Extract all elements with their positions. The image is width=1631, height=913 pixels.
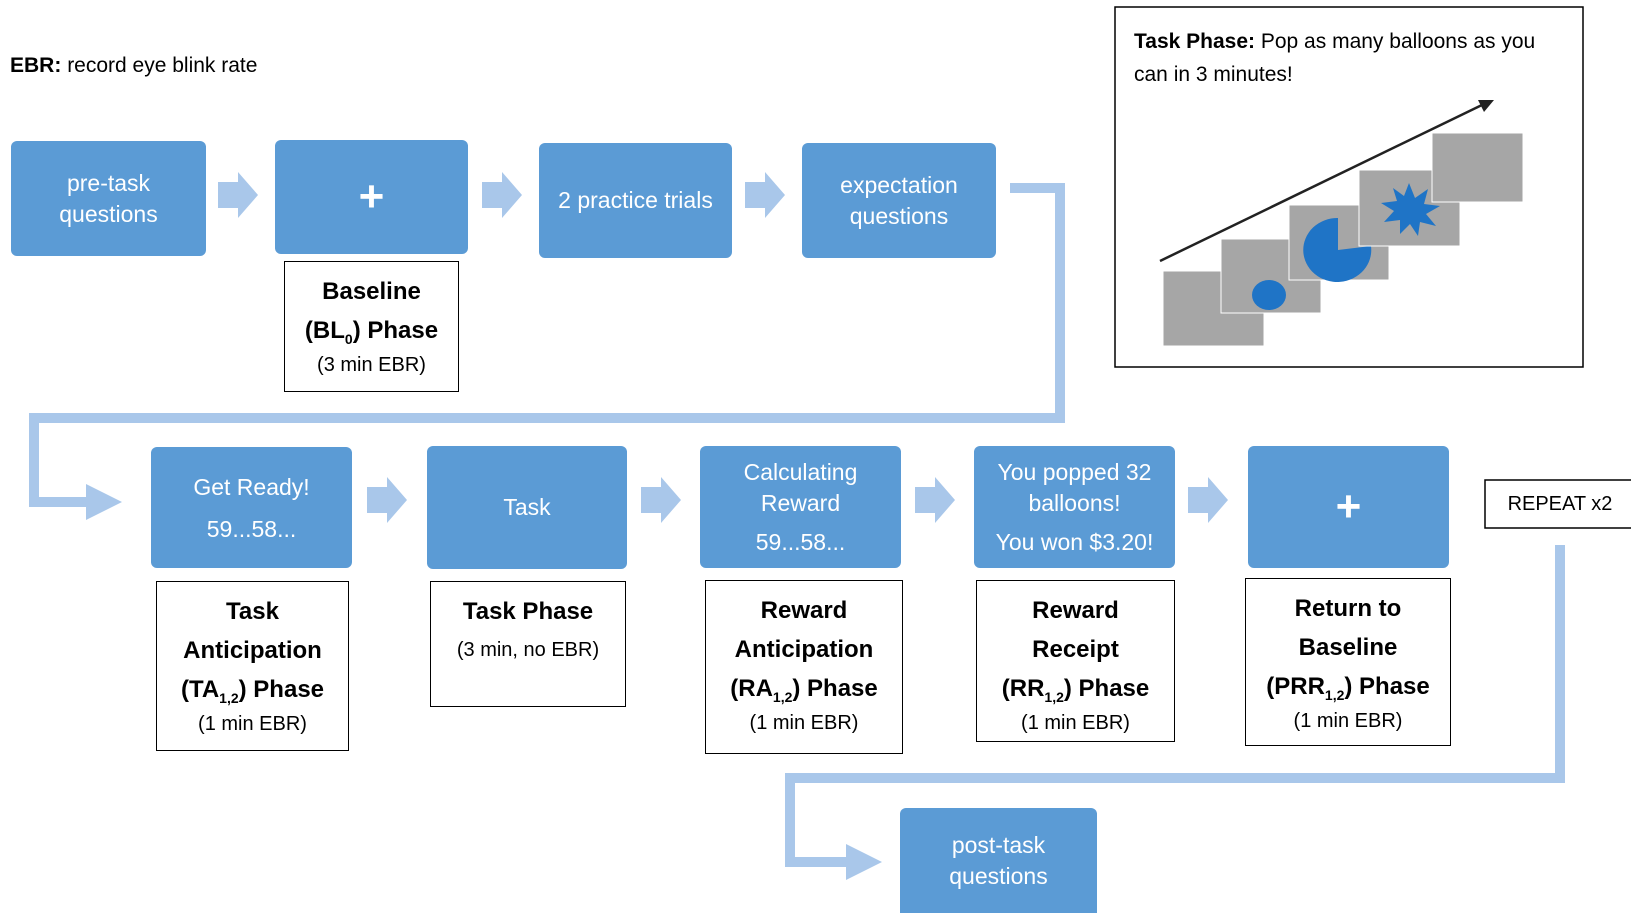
arrow-2 xyxy=(482,172,522,218)
task-phase-label: Task Phase (3 min, no EBR) xyxy=(430,581,626,707)
baseline-phase-label: Baseline (BL0) Phase (3 min EBR) xyxy=(284,261,459,392)
task-panel-line-2: can in 3 minutes! xyxy=(1134,63,1293,86)
practice-trials-box: 2 practice trials xyxy=(539,143,732,258)
expectation-questions-box: expectation questions xyxy=(802,143,996,258)
box-line: expectation xyxy=(840,171,958,198)
task-anticipation-label: Task Anticipation (TA1,2) Phase (1 min E… xyxy=(156,581,349,751)
box-line: Reward xyxy=(760,489,841,516)
pre-task-questions-box: pre-task questions xyxy=(11,141,206,256)
balloon-small xyxy=(1252,280,1286,310)
reward-anticipation-label: Reward Anticipation (RA1,2) Phase (1 min… xyxy=(705,580,903,754)
label-line: Anticipation xyxy=(183,637,322,664)
label-abbr-line: (RA1,2) Phase xyxy=(730,675,878,705)
connector-top-to-bottom xyxy=(29,183,1065,507)
box-line: Task xyxy=(503,494,551,520)
trend-arrowhead xyxy=(1478,100,1494,112)
box-line: Calculating xyxy=(743,458,858,485)
label-abbr-line: (BL0) Phase xyxy=(304,317,439,347)
arrow-6 xyxy=(915,477,955,523)
arrow-1 xyxy=(218,172,258,218)
task-panel-text: Task Phase: Pop as many balloons as you … xyxy=(1134,25,1574,91)
label-abbr-line: (TA1,2) Phase xyxy=(180,676,325,706)
screen-5 xyxy=(1431,132,1524,203)
arrow-5 xyxy=(641,477,681,523)
connector-arrowhead-2 xyxy=(846,844,882,880)
reward-result-box: You popped 32 balloons! You won $3.20! xyxy=(974,446,1175,568)
label-abbr-line: (RR1,2) Phase xyxy=(1001,675,1150,705)
baseline-fixation-box: + xyxy=(275,140,468,254)
task-panel-title: Task Phase: xyxy=(1134,30,1256,53)
label-line: Task xyxy=(226,598,279,625)
label-line: Anticipation xyxy=(734,636,874,663)
ebr-legend: EBR: record eye blink rate xyxy=(10,54,257,78)
label-line: Receipt xyxy=(1032,636,1119,663)
box-line: post-task xyxy=(951,831,1046,858)
label-line: Baseline xyxy=(322,278,421,305)
box-line: 59...58... xyxy=(755,528,846,555)
label-abbr-line: (PRR1,2) Phase xyxy=(1266,673,1430,703)
balloon-burst xyxy=(1381,183,1440,236)
return-to-baseline-label: Return to Baseline (PRR1,2) Phase (1 min… xyxy=(1245,578,1451,746)
arrow-7 xyxy=(1188,477,1228,523)
reward-receipt-label: Reward Receipt (RR1,2) Phase (1 min EBR) xyxy=(976,580,1175,742)
ebr-definition: record eye blink rate xyxy=(67,54,258,77)
label-detail: (3 min, no EBR) xyxy=(456,639,600,661)
fixation-cross: + xyxy=(1335,482,1362,531)
box-line: pre-task xyxy=(66,169,151,196)
connector-arrowhead-1 xyxy=(86,484,122,520)
get-ready-box: Get Ready! 59...58... xyxy=(151,447,352,568)
box-line: questions xyxy=(849,202,949,229)
task-panel-line-1: Task Phase: Pop as many balloons as you xyxy=(1134,30,1536,53)
trend-line xyxy=(1159,102,1485,263)
label-detail: (1 min EBR) xyxy=(1293,710,1403,732)
arrow-3 xyxy=(745,172,785,218)
return-baseline-fixation-box: + xyxy=(1248,446,1449,568)
label-detail: (1 min EBR) xyxy=(198,713,307,735)
label-detail: (1 min EBR) xyxy=(749,712,859,734)
post-task-questions-box: post-task questions xyxy=(900,808,1097,913)
box-line: 59...58... xyxy=(206,515,297,542)
label-detail: (3 min EBR) xyxy=(317,354,426,376)
ebr-term: EBR: xyxy=(10,54,62,77)
arrow-4 xyxy=(367,477,407,523)
box-line: Get Ready! xyxy=(193,473,310,500)
box-line: You popped 32 xyxy=(997,458,1152,485)
box-line: 2 practice trials xyxy=(558,187,713,213)
label-detail: (1 min EBR) xyxy=(1021,712,1130,734)
box-line: You won $3.20! xyxy=(995,528,1154,555)
box-line: questions xyxy=(949,862,1048,889)
label-line: Reward xyxy=(1032,597,1119,624)
task-box: Task xyxy=(427,446,627,569)
repeat-label: REPEAT x2 xyxy=(1507,493,1613,515)
repeat-frame xyxy=(1484,479,1631,529)
connector-to-post-task xyxy=(785,545,1565,867)
label-line: Reward xyxy=(760,597,848,624)
box-line: questions xyxy=(59,200,158,227)
box-line: balloons! xyxy=(1028,489,1121,516)
task-illustration xyxy=(1159,100,1524,347)
fixation-cross: + xyxy=(358,172,385,221)
label-line: Baseline xyxy=(1298,634,1398,661)
calculating-reward-box: Calculating Reward 59...58... xyxy=(700,446,901,568)
label-line: Task Phase xyxy=(462,598,594,625)
label-line: Return to xyxy=(1294,595,1402,622)
balloon-large xyxy=(1303,217,1372,282)
